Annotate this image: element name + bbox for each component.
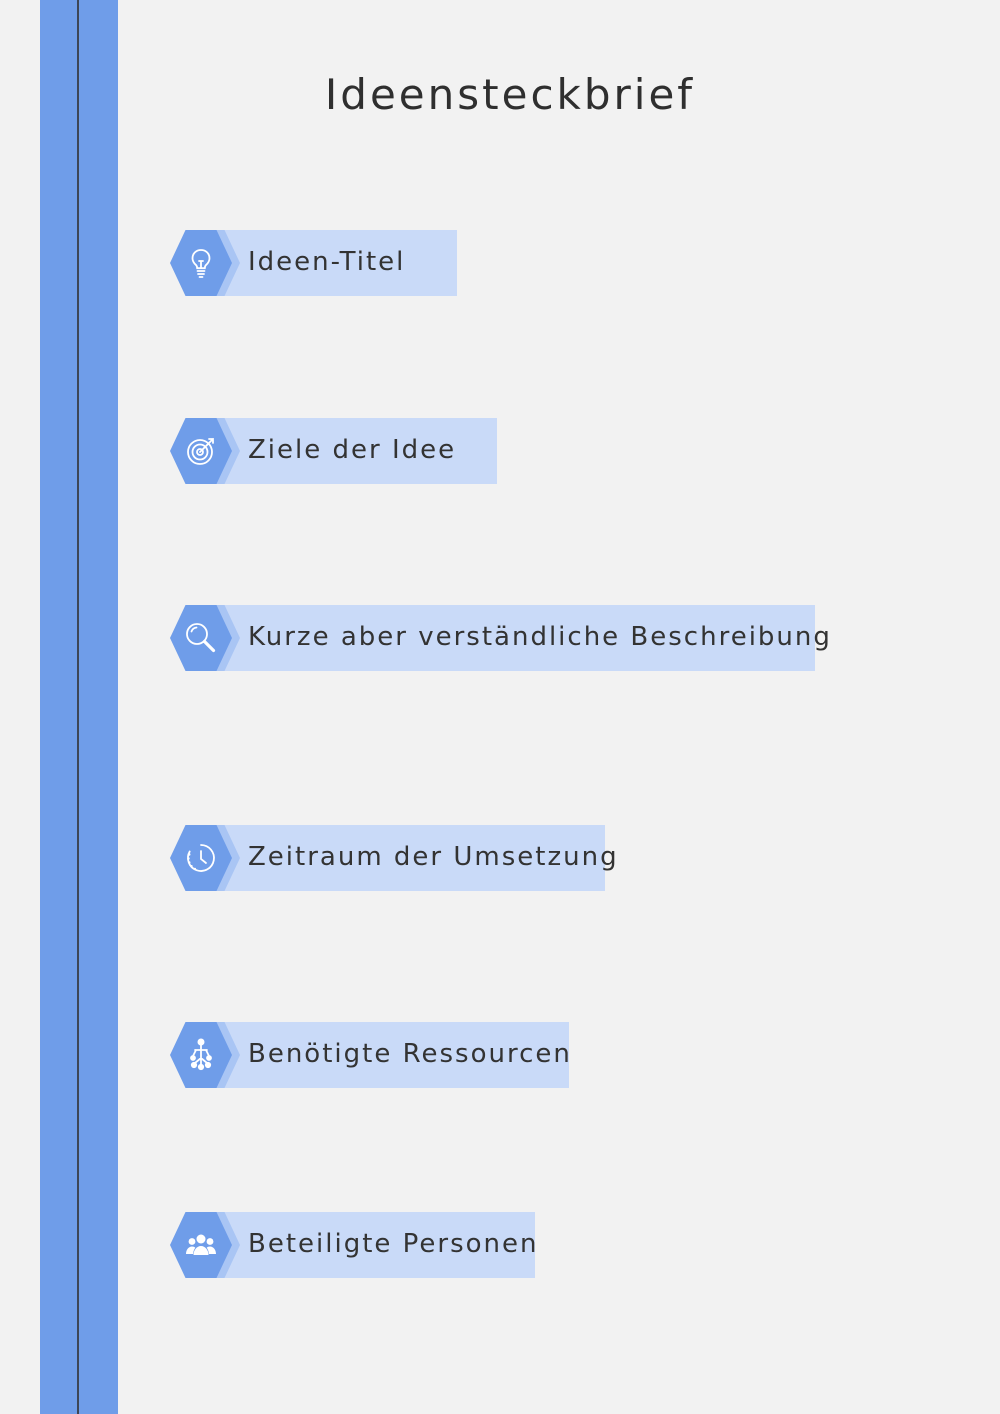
field-bar: [204, 825, 605, 891]
side-divider-line: [77, 0, 79, 1414]
field-bar: [204, 605, 815, 671]
field-label: Beteiligte Personen: [248, 1229, 539, 1259]
page-title: Ideensteckbrief: [324, 70, 696, 119]
side-band: [40, 0, 118, 1414]
field-label: Ziele der Idee: [248, 435, 457, 465]
field-label: Kurze aber verständliche Beschreibung: [248, 622, 832, 652]
field-label: Ideen-Titel: [248, 247, 406, 277]
field-label: Zeitraum der Umsetzung: [248, 842, 619, 872]
field-bar: [204, 1022, 569, 1088]
field-bar: [204, 1212, 535, 1278]
field-bar: [204, 230, 457, 296]
field-bar: [204, 418, 497, 484]
field-label: Benötigte Ressourcen: [248, 1039, 572, 1069]
